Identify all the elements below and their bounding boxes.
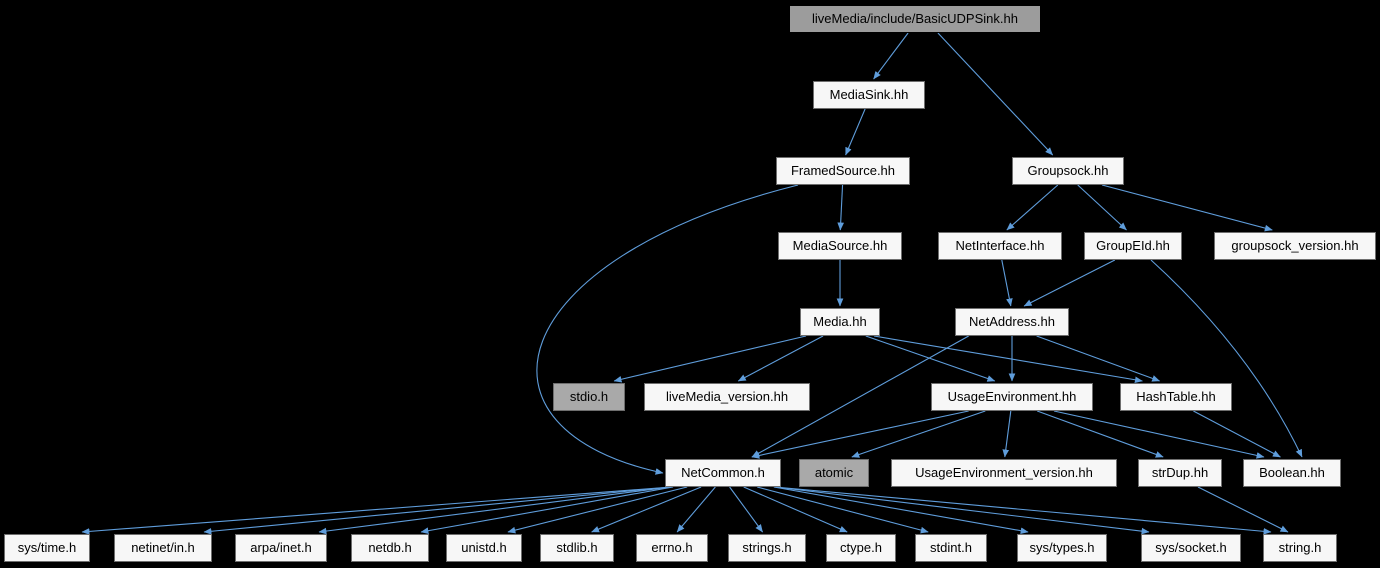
- node-livemedia_version[interactable]: liveMedia_version.hh: [644, 383, 810, 411]
- node-usageenvironment_version[interactable]: UsageEnvironment_version.hh: [891, 459, 1117, 487]
- node-mediasource[interactable]: MediaSource.hh: [778, 232, 902, 260]
- edge-basicudpsink-groupsock: [937, 32, 1054, 156]
- edge-usageenvironment-boolean: [1053, 410, 1265, 459]
- node-sys_socket: sys/socket.h: [1141, 534, 1241, 562]
- edge-usageenvironment-usageenvironment_version: [1002, 410, 1012, 458]
- node-string: string.h: [1263, 534, 1337, 562]
- node-sys_types: sys/types.h: [1017, 534, 1107, 562]
- node-basicudpsink: liveMedia/include/BasicUDPSink.hh: [789, 5, 1041, 33]
- node-netinet_in: netinet/in.h: [114, 534, 212, 562]
- edge-mediasink-framedsource: [845, 108, 866, 156]
- node-hashtable[interactable]: HashTable.hh: [1120, 383, 1232, 411]
- edge-media-hashtable: [873, 335, 1143, 384]
- edge-media-usageenvironment: [865, 335, 996, 382]
- edge-netcommon-string: [774, 486, 1272, 535]
- edge-netcommon-ctype: [743, 486, 848, 533]
- edge-strdup-string: [1197, 486, 1289, 533]
- node-strdup[interactable]: strDup.hh: [1138, 459, 1222, 487]
- node-netaddress[interactable]: NetAddress.hh: [955, 308, 1069, 336]
- edge-media-stdio: [613, 335, 807, 383]
- node-errno: errno.h: [636, 534, 708, 562]
- node-ctype: ctype.h: [826, 534, 896, 562]
- edge-media-livemedia_version: [737, 335, 824, 382]
- node-groupsock_version[interactable]: groupsock_version.hh: [1214, 232, 1376, 260]
- node-atomic: atomic: [799, 459, 869, 487]
- node-stdint: stdint.h: [915, 534, 987, 562]
- edge-groupeid-boolean: [1150, 259, 1303, 458]
- edge-groupsock-groupeid: [1077, 184, 1127, 231]
- edge-netcommon-errno: [676, 486, 716, 533]
- node-groupeid[interactable]: GroupEId.hh: [1084, 232, 1182, 260]
- node-media[interactable]: Media.hh: [800, 308, 880, 336]
- edge-groupsock-netinterface: [1006, 184, 1059, 231]
- edge-netcommon-sys_time: [81, 486, 672, 535]
- node-arpa_inet: arpa/inet.h: [235, 534, 327, 562]
- edge-basicudpsink-mediasink: [873, 32, 909, 80]
- edge-framedsource-mediasource: [837, 184, 845, 231]
- edge-usageenvironment-atomic: [851, 410, 986, 458]
- edge-netaddress-hashtable: [1036, 335, 1161, 382]
- edge-netaddress-netcommon: [751, 335, 969, 458]
- node-usageenvironment[interactable]: UsageEnvironment.hh: [931, 383, 1093, 411]
- edge-netcommon-unistd: [507, 486, 688, 534]
- node-framedsource[interactable]: FramedSource.hh: [776, 157, 910, 185]
- edge-netinterface-netaddress: [1001, 259, 1013, 307]
- edge-hashtable-boolean: [1193, 410, 1281, 458]
- node-groupsock[interactable]: Groupsock.hh: [1012, 157, 1124, 185]
- edge-netcommon-sys_socket: [774, 486, 1150, 535]
- node-sys_time: sys/time.h: [4, 534, 90, 562]
- edge-usageenvironment-strdup: [1037, 410, 1164, 458]
- edge-netcommon-stdint: [757, 486, 929, 534]
- edge-framedsource-netcommon: [536, 184, 799, 475]
- node-mediasink[interactable]: MediaSink.hh: [813, 81, 925, 109]
- edge-netcommon-sys_types: [773, 486, 1029, 534]
- node-netdb: netdb.h: [351, 534, 429, 562]
- node-strings: strings.h: [728, 534, 806, 562]
- edge-netcommon-netdb: [420, 486, 674, 534]
- edge-netcommon-netinet_in: [203, 486, 672, 535]
- node-netinterface[interactable]: NetInterface.hh: [938, 232, 1062, 260]
- edge-netcommon-stdlib: [591, 486, 702, 533]
- node-boolean[interactable]: Boolean.hh: [1243, 459, 1341, 487]
- edge-netcommon-strings: [729, 486, 764, 533]
- edge-netcommon-arpa_inet: [318, 486, 672, 535]
- node-unistd: unistd.h: [446, 534, 522, 562]
- edge-groupeid-netaddress: [1023, 259, 1116, 307]
- node-netcommon[interactable]: NetCommon.h: [665, 459, 781, 487]
- edge-groupsock-groupsock_version: [1101, 184, 1273, 232]
- node-stdio: stdio.h: [553, 383, 625, 411]
- edge-usageenvironment-netcommon: [751, 410, 969, 459]
- node-stdlib: stdlib.h: [540, 534, 614, 562]
